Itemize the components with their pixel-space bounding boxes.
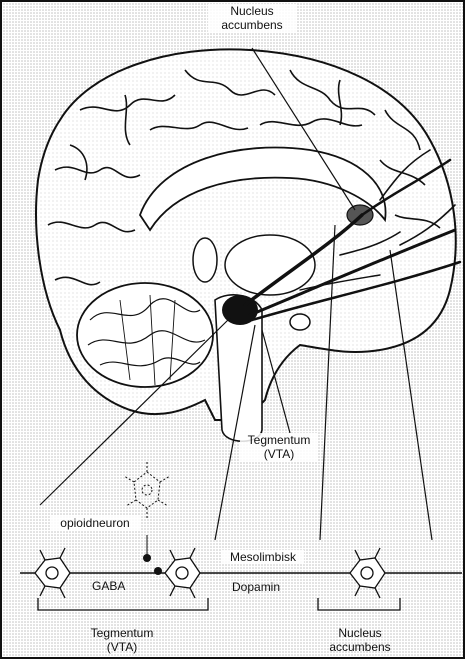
label-tegmentum-vta-mid: Tegmentum (VTA) bbox=[240, 433, 318, 461]
label-line: Nucleus bbox=[208, 4, 296, 18]
label-nucleus-accumbens-top: Nucleus accumbens bbox=[208, 4, 296, 32]
label-tegmentum-vta-bottom: Tegmentum (VTA) bbox=[72, 626, 172, 654]
label-line: Tegmentum bbox=[240, 433, 318, 447]
label-line: Nucleus bbox=[320, 626, 400, 640]
label-nucleus-accumbens-bottom: Nucleus accumbens bbox=[320, 626, 400, 654]
label-dopamin: Dopamin bbox=[232, 580, 280, 594]
label-gaba: GABA bbox=[92, 579, 125, 593]
gaba-synapse bbox=[154, 567, 162, 575]
label-opioidneuron: opioidneuron bbox=[50, 516, 140, 530]
pineal-region bbox=[193, 238, 217, 282]
label-mesolimbisk: Mesolimbisk bbox=[222, 550, 304, 564]
cerebellum bbox=[77, 283, 213, 387]
pituitary bbox=[290, 314, 310, 330]
label-line: accumbens bbox=[320, 640, 400, 654]
label-line: (VTA) bbox=[240, 447, 318, 461]
label-line: Tegmentum bbox=[72, 626, 172, 640]
label-line: (VTA) bbox=[72, 640, 172, 654]
opioid-synapse bbox=[143, 554, 151, 562]
label-line: accumbens bbox=[208, 18, 296, 32]
